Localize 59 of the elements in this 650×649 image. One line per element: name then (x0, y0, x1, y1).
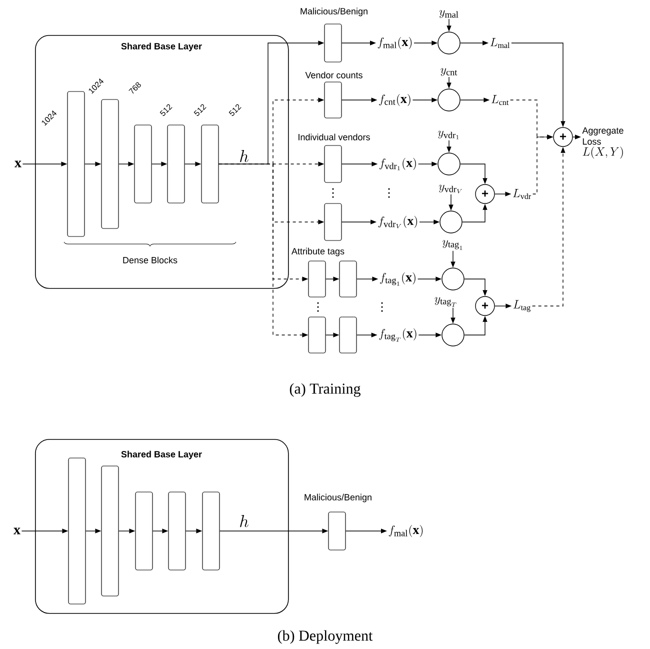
dense-layer-box (168, 492, 186, 570)
output-head-box: Malicious/Benign (300, 8, 368, 62)
formula-label: $f_{\mathrm{vdr}_1}(\mathbf{x})$ (380, 158, 416, 170)
dense-layer-box (134, 124, 152, 204)
formula-label: $y_{\mathrm{tag}_T}$ (434, 297, 456, 307)
dense-layer-box (101, 99, 119, 229)
formula-label: $f_{\mathrm{vdr}_V}(\mathbf{x})$ (378, 216, 418, 228)
dense-layer-box (68, 458, 86, 604)
formula-label: $y_{\mathrm{vdr}_1}$ (438, 130, 459, 140)
node-label: Attribute tags (292, 248, 344, 256)
formula-label: $L_{\mathrm{mal}}$ (490, 38, 510, 48)
formula-label: $f_{\mathrm{tag}_T}(\mathbf{x})$ (379, 328, 416, 342)
formula-label: $f_{\mathrm{tag}_1}(\mathbf{x})$ (380, 272, 416, 286)
formula-label: $f_{\mathrm{mal}}(\mathbf{x})$ (388, 525, 423, 538)
dense-layer-box (167, 124, 185, 204)
formula-label: $\mathbf{x}$ (14, 528, 20, 534)
formula-label: $h$ (240, 150, 248, 162)
output-head-box: Attribute tags (292, 248, 344, 298)
output-head-box (339, 260, 357, 298)
loss-circle (442, 268, 464, 290)
formula-label: $y_{\mathrm{vdr}_V}$ (438, 184, 462, 194)
formula-label: $L_{\mathrm{vdr}}$ (512, 188, 531, 200)
dense-layer-box (101, 466, 119, 596)
output-head-box (308, 316, 326, 354)
node-label: Malicious/Benign (304, 494, 372, 502)
output-head-box: Vendor counts (305, 72, 362, 118)
node-label: Malicious/Benign (300, 8, 368, 16)
formula-label: $h$ (240, 515, 248, 528)
aggregate-loss-label: Aggregate Loss $L(X,Y)$ (582, 127, 624, 159)
formula-label: $f_{\mathrm{cnt}}(\mathbf{x})$ (379, 94, 410, 106)
node-label: Individual vendors (298, 134, 370, 140)
output-head-box (324, 203, 342, 241)
output-head-box (339, 316, 357, 354)
brace-label: Dense Blocks (123, 256, 178, 264)
caption: (b) Deployment (278, 630, 373, 644)
layer-size-label: 768 (128, 82, 141, 94)
layer-size-label: 512 (228, 104, 242, 116)
dense-layer-box (202, 492, 220, 570)
formula-label: $\mathbf{x}$ (14, 160, 22, 168)
formula-label: $y_{\mathrm{tag}_1}$ (442, 240, 462, 250)
loss-circle (438, 88, 460, 112)
dense-layer-box (135, 492, 153, 570)
formula-label: $y_{\mathrm{mal}}$ (439, 10, 458, 18)
node-label: Vendor counts (305, 72, 362, 78)
loss-circle (438, 152, 460, 176)
formula-label: $f_{\mathrm{mal}}(\mathbf{x})$ (378, 37, 412, 50)
loss-circle (438, 32, 460, 54)
output-head-box: Individual vendors (298, 134, 370, 183)
layer-size-label: 512 (194, 104, 206, 116)
dense-layer-box (67, 91, 85, 237)
caption: (a) Training (290, 383, 360, 397)
formula-label: $L_{\mathrm{cnt}}$ (491, 94, 509, 106)
formula-label: $y_{\mathrm{cnt}}$ (440, 68, 458, 76)
loss-circle (442, 324, 464, 346)
loss-circle (440, 210, 462, 234)
formula-label: $L_{\mathrm{tag}}$ (513, 300, 530, 312)
dense-layer-box (201, 124, 219, 204)
layer-size-label: 512 (160, 104, 172, 116)
output-head-box: Malicious/Benign (304, 494, 372, 550)
